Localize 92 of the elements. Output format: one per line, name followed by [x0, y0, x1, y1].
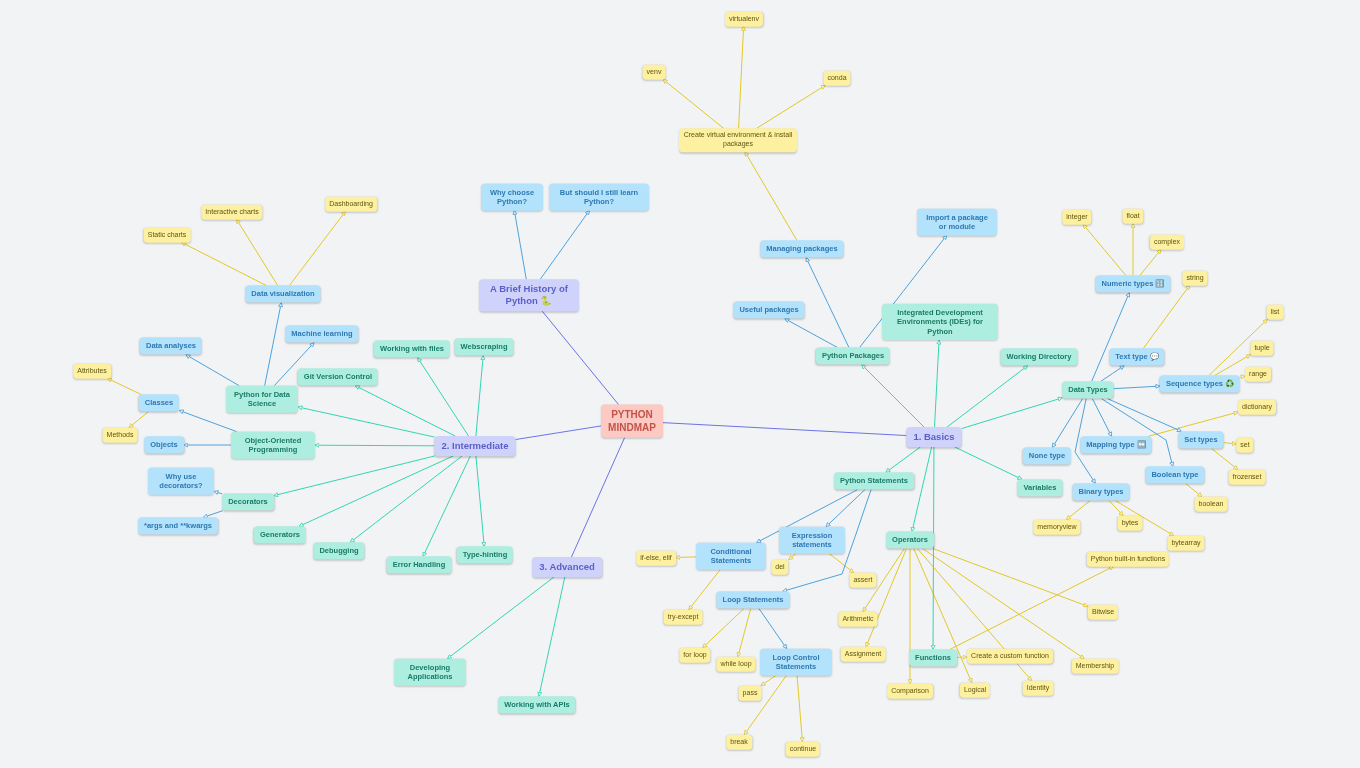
connector-line	[512, 209, 527, 280]
connector-line	[662, 78, 724, 129]
connector-line	[314, 442, 435, 448]
connector-line	[859, 234, 948, 348]
connector-line	[662, 422, 907, 437]
connector-line	[183, 442, 232, 448]
connector-line	[736, 608, 752, 658]
connector-line	[961, 396, 1063, 430]
connector-line	[956, 654, 968, 660]
connector-line	[784, 318, 838, 348]
connector-line	[910, 446, 933, 532]
connector-line	[106, 377, 142, 395]
connector-line	[1113, 383, 1161, 390]
connector-line	[1211, 448, 1239, 471]
connector-line	[475, 355, 486, 437]
connector-line	[1082, 223, 1127, 276]
connector-line	[185, 354, 240, 387]
connector-line	[756, 84, 826, 129]
connector-line	[758, 608, 788, 650]
connector-line	[1142, 284, 1191, 349]
connector-line	[1208, 318, 1268, 376]
connector-line	[796, 674, 805, 743]
connector-line	[702, 608, 745, 649]
connector-line	[922, 548, 1085, 660]
connector-line	[1091, 398, 1113, 437]
connector-line	[946, 365, 1029, 428]
connector-line	[1130, 222, 1136, 276]
connector-line	[744, 151, 798, 241]
connector-line	[862, 548, 905, 613]
connector-line	[181, 241, 267, 286]
connector-line	[1074, 398, 1096, 484]
connector-line	[917, 548, 1033, 682]
connector-line	[1100, 365, 1125, 382]
connector-line	[1139, 248, 1162, 276]
connector-line	[1223, 441, 1237, 446]
connector-line	[354, 385, 456, 437]
connector-line	[913, 548, 973, 684]
main-topic: 1. Basics	[906, 427, 962, 447]
connector-line	[1107, 398, 1182, 432]
connector-line	[675, 554, 697, 560]
connector-line	[289, 210, 346, 286]
connector-line	[1115, 500, 1175, 537]
connector-line	[1091, 292, 1130, 382]
connector-line	[417, 357, 470, 437]
connector-line	[273, 455, 436, 497]
connector-line	[178, 409, 238, 433]
connector-line	[805, 257, 850, 348]
connector-line	[1214, 354, 1251, 376]
connector-line	[422, 455, 471, 557]
connector-line	[828, 552, 855, 574]
main-topic: A Brief History of Python 🐍	[479, 279, 579, 311]
connector-line	[782, 489, 872, 593]
connector-line	[539, 209, 590, 280]
connector-line	[954, 446, 1023, 480]
connector-line	[570, 437, 626, 558]
connector-line	[541, 310, 619, 405]
main-topic: 3. Advanced	[532, 557, 602, 577]
connector-line	[738, 25, 746, 129]
connector-line	[475, 455, 487, 547]
connector-line	[213, 490, 223, 495]
connector-line	[688, 568, 721, 611]
connector-line	[264, 302, 283, 387]
connector-line	[446, 576, 555, 660]
connector-line	[1065, 500, 1091, 521]
connector-line	[128, 411, 149, 429]
connector-line	[865, 548, 907, 648]
connector-line	[907, 548, 913, 685]
connector-line	[349, 455, 463, 543]
connector-line	[202, 510, 224, 519]
connector-line	[930, 446, 936, 650]
connector-line	[932, 548, 1089, 608]
connector-line	[949, 565, 1114, 650]
connector-line	[515, 425, 602, 441]
connector-line	[1147, 410, 1239, 437]
connector-line	[825, 489, 866, 528]
connector-line	[273, 342, 315, 387]
connector-line	[934, 339, 942, 428]
connector-line	[298, 455, 454, 527]
connector-line	[537, 576, 566, 697]
connector-line	[1108, 500, 1124, 517]
connector-line	[861, 364, 925, 428]
connector-line	[756, 489, 858, 544]
connector-line	[1051, 398, 1084, 448]
connector-line	[1101, 398, 1175, 467]
central-topic: PYTHON MINDMAP	[601, 404, 663, 438]
connector-line	[760, 674, 777, 687]
connector-line	[236, 218, 279, 286]
connector-line	[297, 405, 435, 438]
connector-line	[1239, 374, 1246, 380]
main-topic: 2. Intermediate	[434, 436, 516, 456]
connector-line	[885, 446, 921, 473]
connector-line	[1185, 483, 1203, 498]
